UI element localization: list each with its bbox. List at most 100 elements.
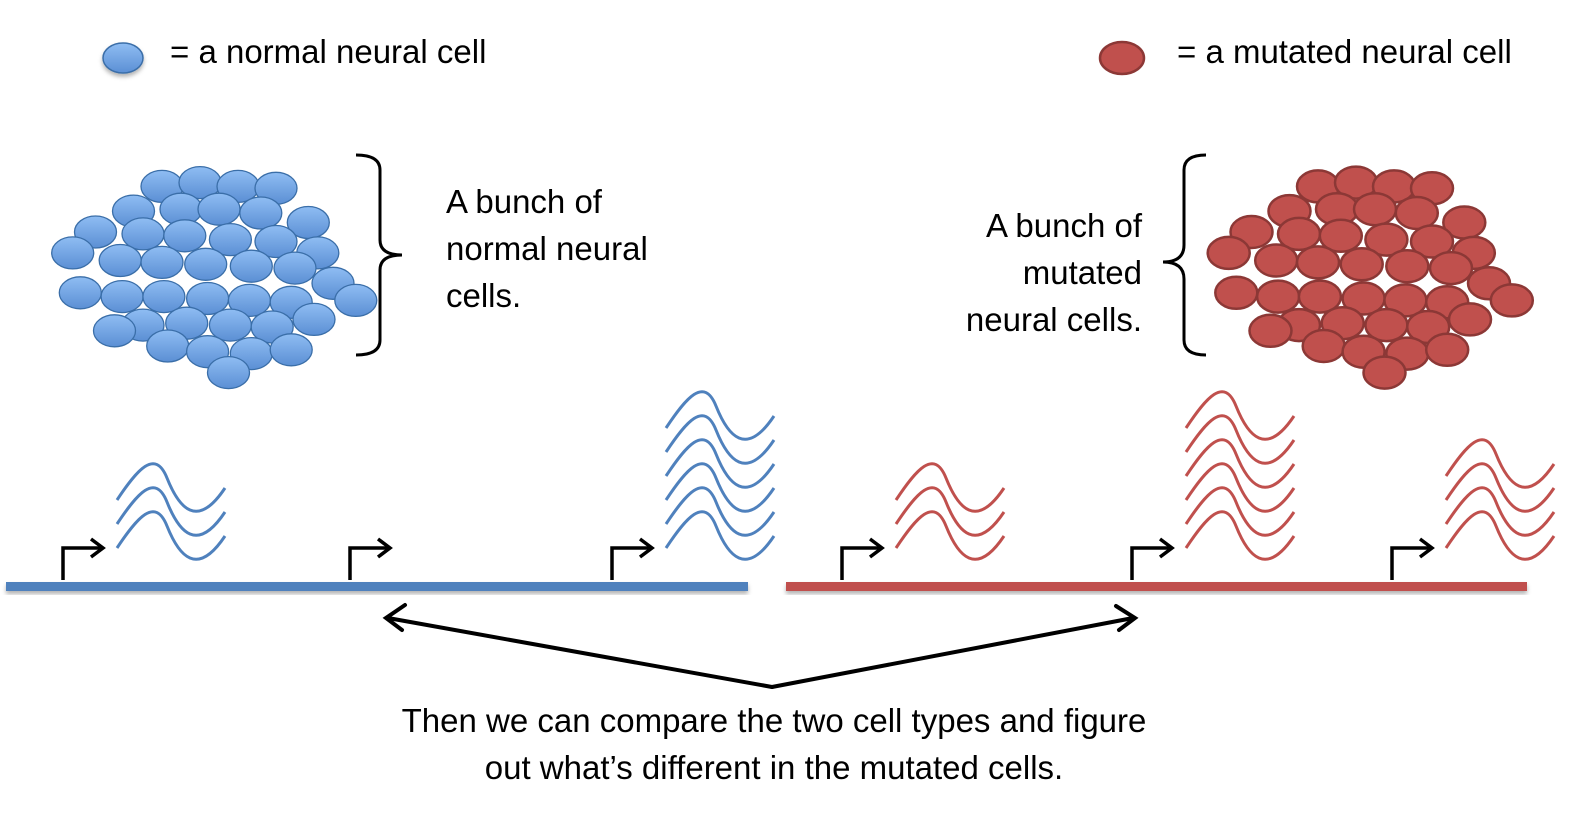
cluster-cell	[1295, 245, 1341, 280]
cluster-cell	[1301, 328, 1346, 364]
cluster-cell	[1255, 279, 1301, 314]
cluster-cell	[1394, 195, 1440, 231]
cluster-cell	[292, 302, 336, 337]
cluster-cell	[1206, 235, 1251, 271]
cluster-cell	[1297, 279, 1343, 314]
promoter-arrow-icon	[840, 546, 880, 580]
mutated-genome	[786, 390, 1556, 591]
cluster-cell	[184, 247, 228, 281]
promoter-arrow-icon	[610, 546, 650, 580]
mrna-transcript	[664, 438, 776, 489]
cluster-cell	[1253, 243, 1299, 278]
mrna-transcript	[664, 414, 776, 465]
mrna-transcript	[664, 510, 776, 561]
cluster-cell	[1489, 283, 1535, 318]
cluster-cell	[1424, 332, 1470, 368]
normal-cluster-label: A bunch of normal neural cells.	[446, 183, 648, 314]
legend-mutated-label: = a mutated neural cell	[1177, 33, 1512, 70]
cluster-cell	[206, 355, 251, 390]
promoter-arrowhead	[1158, 537, 1175, 559]
cluster-cell	[273, 251, 317, 285]
promoter-arrow-icon	[1130, 546, 1170, 580]
cluster-cell	[146, 329, 190, 363]
cluster-cell	[1447, 302, 1493, 337]
comparison-arrows	[382, 603, 1139, 689]
mrna-transcript	[1184, 486, 1296, 537]
cluster-cell	[1318, 218, 1364, 254]
blue-cell-icon	[102, 42, 144, 74]
cluster-cell	[1428, 250, 1474, 286]
cluster-cell	[1352, 191, 1398, 227]
cluster-cell	[1385, 248, 1430, 284]
promoter-arrow-icon	[61, 546, 101, 580]
cluster-cell	[208, 222, 253, 257]
promoter-arrowhead	[638, 537, 655, 559]
cluster-cell	[1362, 355, 1407, 390]
normal-cell-cluster	[51, 165, 378, 390]
red-cell-icon	[1098, 40, 1146, 76]
cluster-cell	[254, 224, 298, 259]
mrna-transcript	[894, 510, 1006, 561]
cluster-cell	[334, 283, 378, 318]
cluster-cell	[140, 245, 184, 280]
promoter-arrowhead	[868, 537, 885, 559]
mrna-transcript	[1444, 486, 1556, 537]
comparison-caption: Then we can compare the two cell types a…	[401, 702, 1147, 786]
arrow-to-mutated	[770, 616, 1135, 689]
dna-strand	[6, 582, 748, 591]
mrna-transcript	[1444, 510, 1556, 561]
cluster-cell	[58, 276, 102, 310]
cluster-cell	[142, 279, 186, 314]
mrna-transcript	[1444, 438, 1556, 489]
promoter-arrowhead	[1418, 537, 1435, 559]
cluster-cell	[239, 196, 283, 230]
mrna-transcript	[894, 486, 1006, 537]
right-brace	[355, 153, 403, 357]
cluster-cell	[1248, 313, 1293, 349]
gene-1	[840, 462, 1006, 580]
promoter-arrowhead	[89, 537, 106, 559]
left-brace	[1162, 153, 1207, 357]
mutated-cluster-label: A bunch of mutated neural cells.	[965, 207, 1142, 338]
mrna-transcript	[1184, 510, 1296, 561]
promoter-arrow-icon	[348, 546, 388, 580]
mrna-transcript	[894, 462, 1006, 513]
cluster-cell	[51, 236, 95, 270]
dna-strand	[786, 582, 1527, 591]
normal-genome	[6, 390, 776, 591]
cluster-cell	[197, 192, 241, 226]
arrow-to-normal-head	[382, 603, 407, 632]
mrna-transcript	[115, 510, 227, 561]
mrna-transcript	[1184, 390, 1296, 441]
cluster-cell	[229, 249, 273, 283]
cluster-cell	[163, 219, 207, 253]
cluster-cell	[1339, 247, 1384, 282]
promoter-arrow-icon	[1390, 546, 1430, 580]
arrow-to-normal	[386, 616, 774, 689]
gene-3	[610, 390, 776, 580]
mrna-transcript	[664, 390, 776, 441]
cluster-cell	[100, 279, 144, 314]
mutated-cell-cluster	[1206, 165, 1535, 390]
mrna-transcript	[1184, 438, 1296, 489]
legend-normal-label: = a normal neural cell	[170, 33, 487, 70]
cluster-cell	[98, 243, 142, 278]
cluster-cell	[1214, 275, 1259, 311]
cluster-cell	[269, 333, 313, 367]
gene-1	[61, 462, 227, 580]
mrna-transcript	[115, 486, 227, 537]
gene-3	[1390, 438, 1556, 580]
cluster-cell	[1409, 224, 1455, 259]
promoter-arrowhead	[376, 537, 393, 559]
gene-2	[348, 537, 393, 580]
cluster-cell	[1364, 222, 1409, 257]
mrna-transcript	[664, 486, 776, 537]
mrna-transcript	[1184, 462, 1296, 513]
mrna-transcript	[1184, 414, 1296, 465]
mrna-transcript	[115, 462, 227, 513]
mrna-transcript	[1444, 462, 1556, 513]
cluster-cell	[92, 314, 137, 348]
gene-2	[1130, 390, 1296, 580]
